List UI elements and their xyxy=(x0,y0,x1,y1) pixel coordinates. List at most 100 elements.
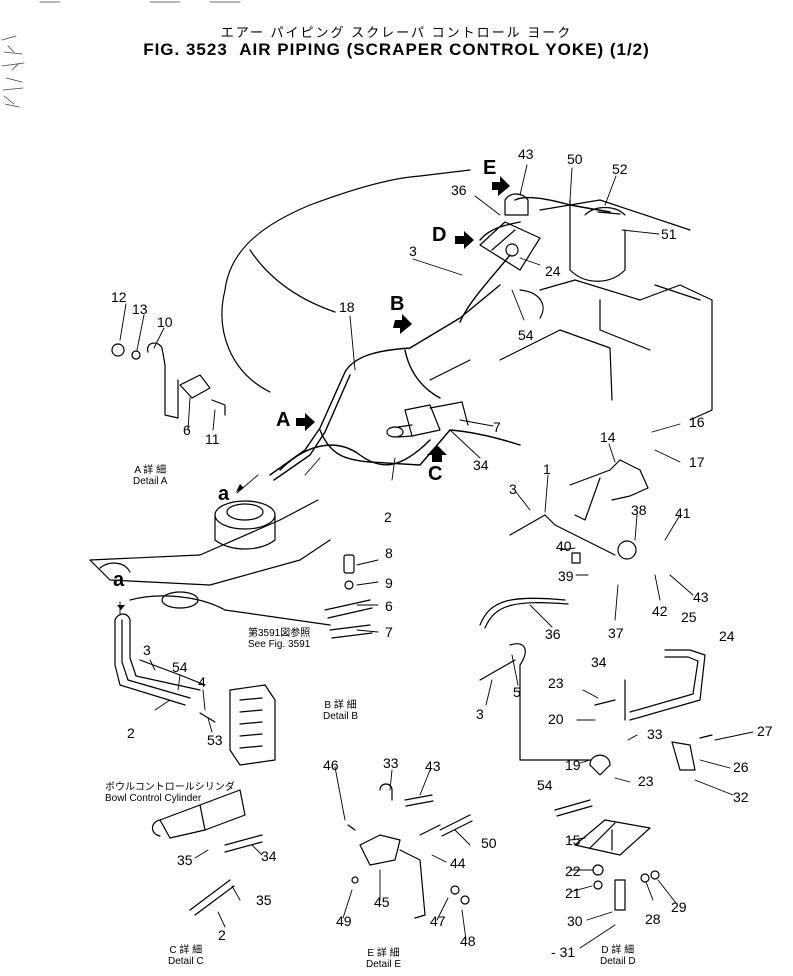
japanese-subtitle: エアー パイピング スクレーパ コントロール ヨーク xyxy=(220,25,573,40)
part-number: 43 xyxy=(518,146,534,162)
part-number: 3 xyxy=(509,481,517,497)
detail-letter-a-upper: a xyxy=(218,483,230,505)
part-number: 34 xyxy=(261,848,277,864)
part-number: - 31 xyxy=(551,944,576,960)
detail-e-parts xyxy=(347,783,473,919)
part-number: 34 xyxy=(591,654,607,670)
part-number: 44 xyxy=(450,855,466,871)
part-number: 54 xyxy=(172,659,188,675)
part-number: 11 xyxy=(205,431,220,447)
part-number: 54 xyxy=(537,777,553,793)
part-number: 43 xyxy=(693,589,709,605)
part-number: 28 xyxy=(645,911,661,927)
part-number: 29 xyxy=(671,899,687,915)
part-number: 18 xyxy=(339,299,355,315)
part-number: 15 xyxy=(565,832,581,848)
part-number: 13 xyxy=(132,301,148,317)
part-number: 16 xyxy=(689,414,705,430)
part-number: 17 xyxy=(689,454,705,470)
part-number: 24 xyxy=(545,263,561,279)
figure-number: FIG. 3523 xyxy=(143,40,228,59)
part-number: 50 xyxy=(567,151,583,167)
part-number: 23 xyxy=(638,773,654,789)
part-number: 47 xyxy=(430,913,446,929)
part-number: 3 xyxy=(476,706,484,722)
part-number: 3 xyxy=(143,642,151,658)
part-number: 24 xyxy=(719,628,735,644)
part-number: 41 xyxy=(675,505,691,521)
part-number: 30 xyxy=(567,913,583,929)
part-number: 7 xyxy=(493,419,501,435)
part-number: 9 xyxy=(385,575,393,591)
valve-block xyxy=(479,193,621,271)
part-number: 33 xyxy=(383,755,399,771)
part-number: 36 xyxy=(545,626,561,642)
part-number: 7 xyxy=(385,624,393,640)
frame-yoke xyxy=(89,499,331,626)
detail-letter-D: D xyxy=(432,224,447,246)
detail-letter-a-lower: a xyxy=(113,569,125,591)
part-number: 2 xyxy=(127,725,135,741)
valve-7 xyxy=(386,401,469,438)
part-number: 6 xyxy=(183,422,191,438)
part-number: 51 xyxy=(661,226,677,242)
part-number: 3 xyxy=(409,243,417,259)
part-number: 36 xyxy=(451,182,467,198)
part-number: 45 xyxy=(374,894,390,910)
part-number: 8 xyxy=(385,545,393,561)
detail-d-parts xyxy=(479,459,713,911)
part-number: 35 xyxy=(256,892,272,908)
part-number: 2 xyxy=(384,509,392,525)
part-number: 2 xyxy=(218,927,226,943)
part-number: 46 xyxy=(323,757,339,773)
scan-noise xyxy=(1,1,241,108)
detail-arrows xyxy=(117,176,510,610)
part-number: 42 xyxy=(652,603,668,619)
part-number: 6 xyxy=(385,598,393,614)
part-number: 25 xyxy=(681,609,697,625)
title-text: AIR PIPING (SCRAPER CONTROL YOKE) (1/2) xyxy=(239,40,650,59)
part-number: 5 xyxy=(513,684,521,700)
leader-lines xyxy=(119,164,754,949)
part-number: 35 xyxy=(177,852,193,868)
detail-letter-B: B xyxy=(390,293,405,315)
detail-a-parts xyxy=(111,342,226,419)
part-number: 43 xyxy=(425,758,441,774)
part-number: 1 xyxy=(543,461,551,477)
part-number: 26 xyxy=(733,759,749,775)
part-number: 38 xyxy=(631,502,647,518)
bowl-cylinder xyxy=(151,789,263,916)
part-number: 54 xyxy=(518,327,534,343)
part-number: 27 xyxy=(757,723,773,739)
part-number: 4 xyxy=(198,674,206,690)
part-number: 39 xyxy=(558,568,574,584)
part-number: 10 xyxy=(157,314,173,330)
part-number: 52 xyxy=(612,161,628,177)
part-number: 23 xyxy=(548,675,564,691)
detail-letter-A: A xyxy=(276,409,291,431)
detail-b-parts xyxy=(324,554,373,639)
detail-a-lines xyxy=(114,613,276,766)
part-number: 53 xyxy=(207,732,223,748)
machine-body xyxy=(221,169,713,421)
part-number: 22 xyxy=(565,863,581,879)
detail-letter-E: E xyxy=(483,157,497,179)
part-number: 37 xyxy=(608,625,624,641)
part-number: 34 xyxy=(473,457,489,473)
part-number: 21 xyxy=(565,885,581,901)
part-number: 14 xyxy=(600,429,616,445)
part-number: 49 xyxy=(336,913,352,929)
part-number: 40 xyxy=(556,538,572,554)
figure-title: FIG. 3523 AIR PIPING (SCRAPER CONTROL YO… xyxy=(0,40,793,60)
part-number: 50 xyxy=(481,835,497,851)
part-number: 32 xyxy=(733,789,749,805)
part-number: 33 xyxy=(647,726,663,742)
